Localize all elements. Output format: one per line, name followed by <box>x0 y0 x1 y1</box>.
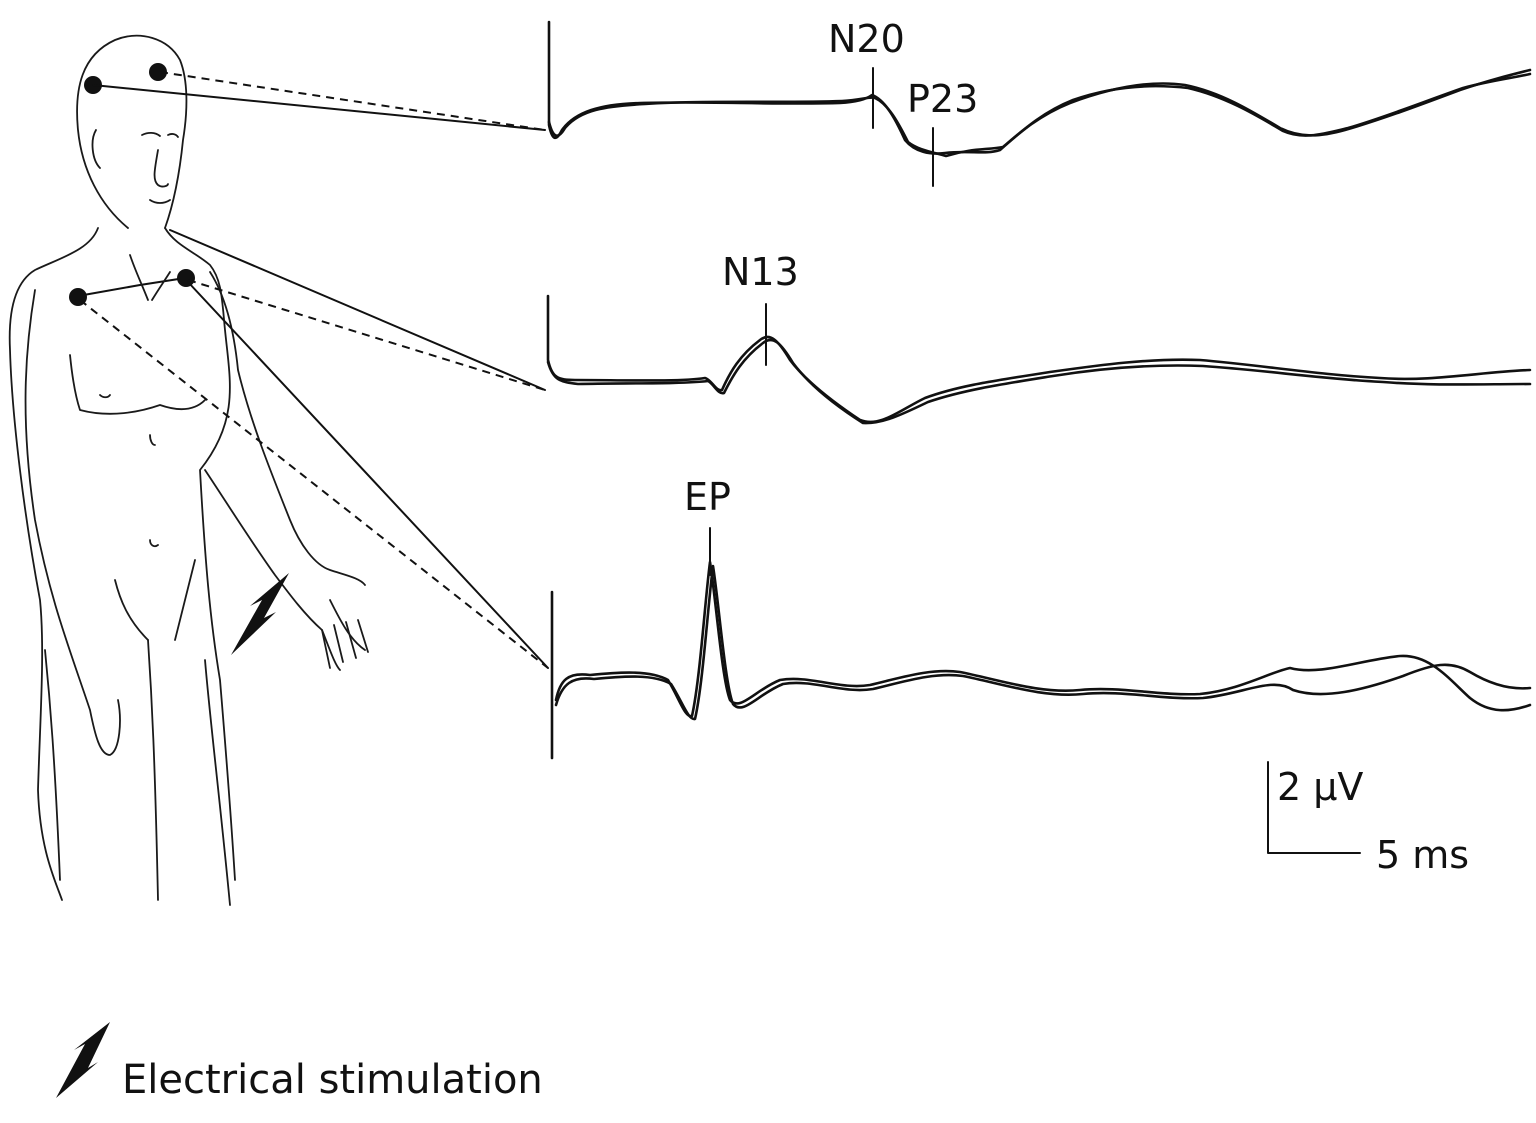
n20-label: N20 <box>828 17 905 61</box>
scalp-lead-solid <box>92 84 546 131</box>
human-figure <box>8 34 369 906</box>
trace-cortical <box>547 20 1532 187</box>
trace-cervical <box>546 294 1532 425</box>
head-outline <box>76 34 188 229</box>
erb-lead-solid <box>187 281 549 669</box>
erb-waveform-2 <box>554 564 1532 721</box>
chest-detail <box>69 354 206 641</box>
legend-lightning-icon <box>56 1022 110 1098</box>
clavicle-shape <box>129 254 171 301</box>
cervical-electrode <box>177 269 195 287</box>
scalp-lead-dashed <box>159 71 546 131</box>
neck-lead-dashed <box>187 279 546 391</box>
time-scale-label: 5 ms <box>1376 833 1469 877</box>
cervical-waveform-1 <box>546 294 1532 424</box>
scale-bar: 2 µV 5 ms <box>1267 761 1469 877</box>
clavicle-lead <box>77 277 186 297</box>
cortical-waveform-2 <box>547 72 1532 158</box>
hand-outline <box>321 619 369 669</box>
erb-waveform-1 <box>550 560 1532 760</box>
legend: Electrical stimulation <box>56 1022 543 1103</box>
scalp-electrode-right <box>149 63 167 81</box>
cortical-waveform-1 <box>547 20 1532 155</box>
scale-bar-lines <box>1267 761 1361 854</box>
n13-label: N13 <box>722 250 799 294</box>
left-arm-outline <box>24 289 121 756</box>
right-arm-outline <box>204 271 366 671</box>
cervical-waveform-2 <box>546 338 1532 425</box>
neck-lead-solid <box>169 229 546 391</box>
ep-label: EP <box>684 475 731 519</box>
legs-outline <box>44 639 231 906</box>
amplitude-scale-label: 2 µV <box>1277 765 1363 809</box>
p23-label: P23 <box>907 77 978 121</box>
lightning-bolt-icon <box>231 573 289 655</box>
face-detail <box>91 129 179 204</box>
torso-outline <box>8 227 236 901</box>
legend-text: Electrical stimulation <box>122 1057 543 1103</box>
lead-lines <box>79 71 549 669</box>
erb-lead-dashed <box>79 299 549 669</box>
trace-erb <box>550 527 1532 760</box>
